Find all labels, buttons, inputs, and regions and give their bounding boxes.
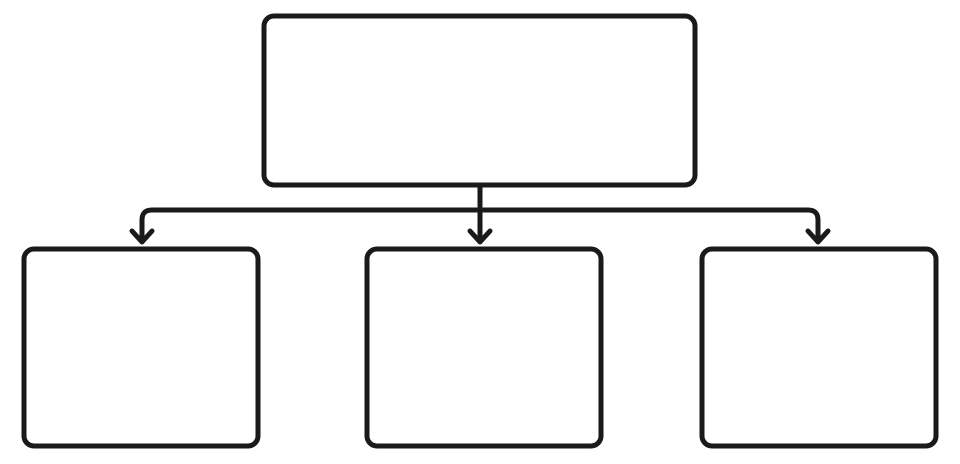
connector-left — [139, 207, 483, 244]
parent-box — [261, 13, 698, 188]
arrowhead-right — [805, 228, 831, 245]
child-box-left — [21, 246, 261, 449]
arrowhead-middle — [467, 228, 493, 245]
connector-right — [477, 207, 821, 244]
child-box-right — [699, 246, 939, 449]
child-box-middle — [364, 246, 604, 449]
arrowhead-left — [129, 228, 155, 245]
